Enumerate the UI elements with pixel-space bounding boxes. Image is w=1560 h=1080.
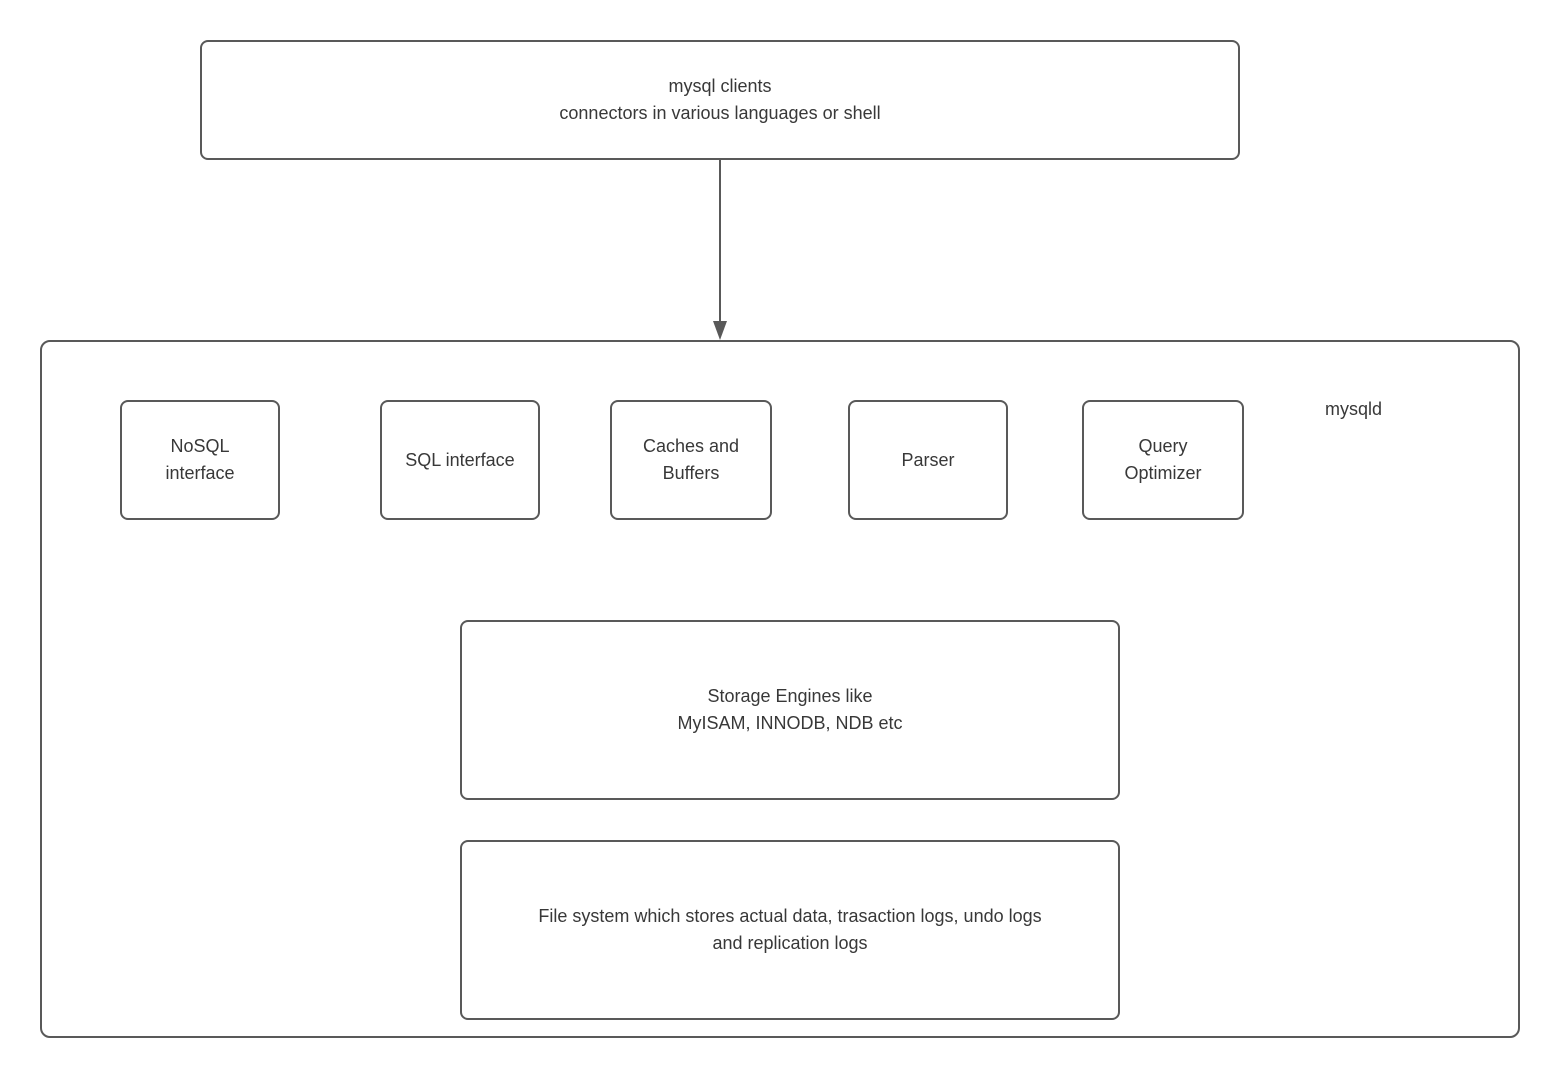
node-parser: Parser: [848, 400, 1008, 520]
mysql-clients-label: mysql clients connectors in various lang…: [559, 76, 881, 123]
nosql-interface-label: NoSQL interface: [165, 436, 235, 483]
query-optimizer-label: Query Optimizer: [1124, 436, 1202, 483]
node-query-optimizer: Query Optimizer: [1082, 400, 1244, 520]
node-nosql-interface: NoSQL interface: [120, 400, 280, 520]
node-storage-engines: Storage Engines like MyISAM, INNODB, NDB…: [460, 620, 1120, 800]
parser-label: Parser: [901, 449, 955, 470]
storage-engines-label: Storage Engines like MyISAM, INNODB, NDB…: [677, 686, 903, 733]
caches-and-buffers-label: Caches and Buffers: [642, 436, 740, 483]
node-sql-interface: SQL interface: [380, 400, 540, 520]
file-system-label: File system which stores actual data, tr…: [538, 906, 1042, 953]
node-file-system: File system which stores actual data, tr…: [460, 840, 1120, 1020]
arrow-down-icon: [713, 160, 727, 340]
node-caches-and-buffers: Caches and Buffers: [610, 400, 772, 520]
node-mysql-clients: mysql clients connectors in various lang…: [200, 40, 1240, 160]
sql-interface-label: SQL interface: [405, 449, 515, 470]
mysqld-container-label: mysqld: [1325, 399, 1383, 419]
